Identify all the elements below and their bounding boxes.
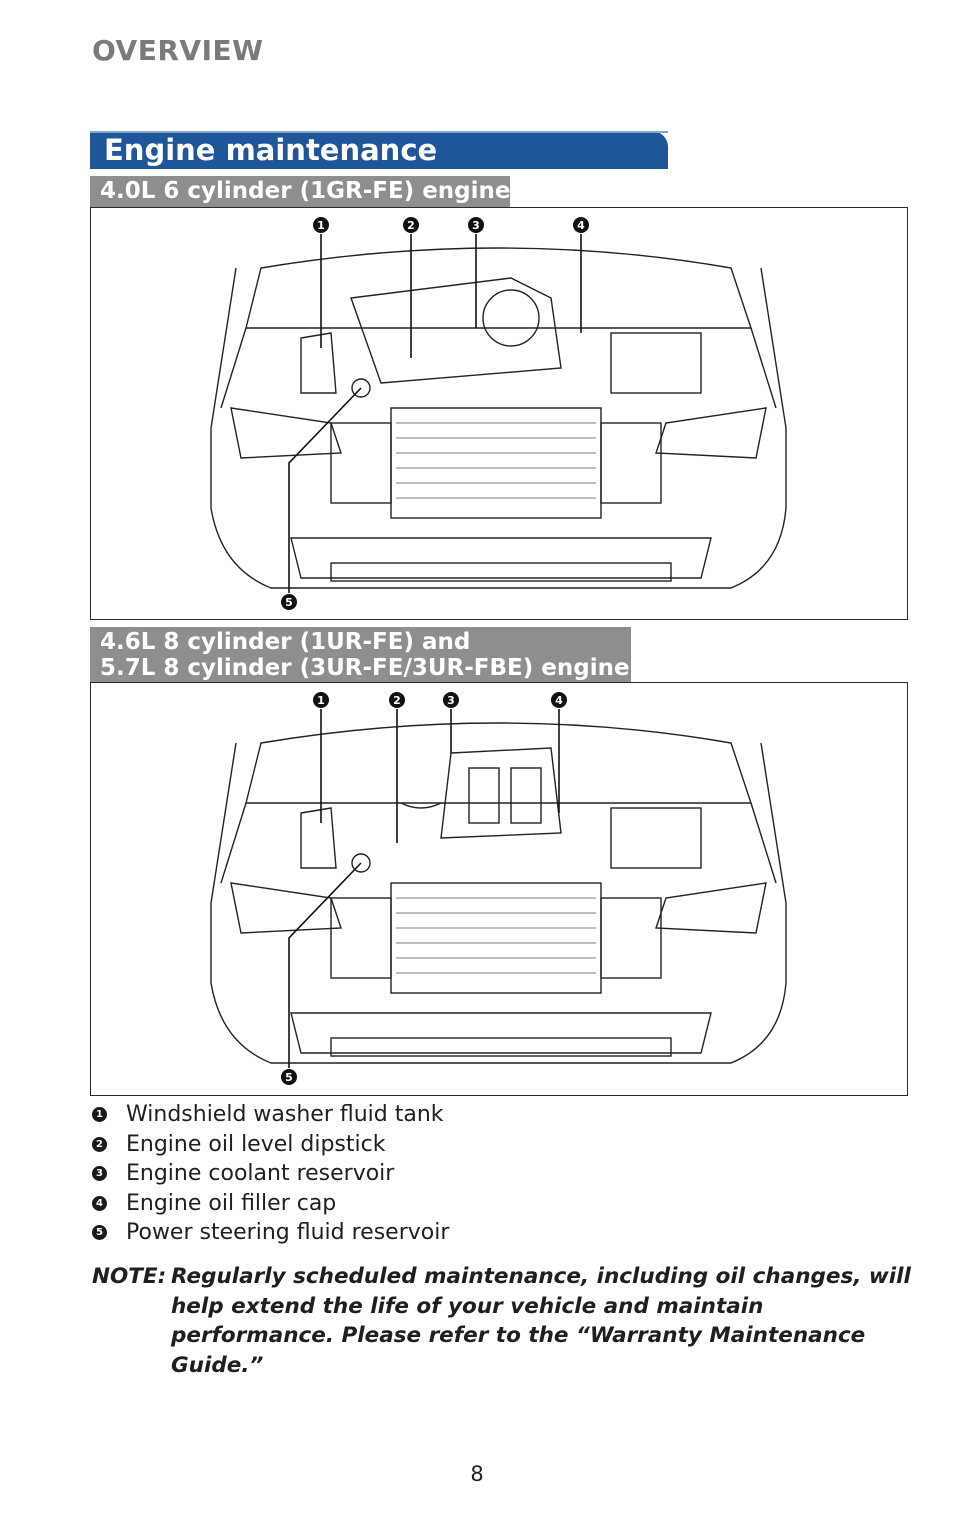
legend-item: 3 Engine coolant reservoir xyxy=(90,1159,850,1189)
component-legend: 1 Windshield washer fluid tank 2 Engine … xyxy=(90,1100,850,1248)
page-number: 8 xyxy=(470,1462,484,1486)
svg-text:4: 4 xyxy=(555,694,563,707)
legend-number-badge: 4 xyxy=(92,1195,107,1211)
legend-text: Engine coolant reservoir xyxy=(126,1161,395,1186)
svg-text:3: 3 xyxy=(472,219,480,232)
section-header: OVERVIEW xyxy=(92,34,264,67)
figure-2-label-line-1: 4.6L 8 cylinder (1UR-FE) and xyxy=(100,629,471,655)
legend-number-badge: 5 xyxy=(92,1225,107,1240)
svg-text:1: 1 xyxy=(317,694,325,707)
legend-item: 4 Engine oil filler cap xyxy=(90,1189,850,1219)
page-title: Engine maintenance xyxy=(90,131,668,169)
legend-number-badge: 2 xyxy=(92,1136,107,1152)
engine-bay-illustration: 1 2 3 4 5 xyxy=(210,217,787,610)
note-body: Regularly scheduled maintenance, includi… xyxy=(171,1264,911,1378)
figure-2-label-line-2: 5.7L 8 cylinder (3UR-FE/3UR-FBE) engines xyxy=(100,655,644,681)
engine-diagram-8-cylinder: 1 2 3 4 5 xyxy=(90,682,908,1096)
svg-text:1: 1 xyxy=(317,219,325,232)
svg-text:3: 3 xyxy=(447,694,455,707)
callout-markers: 1 2 3 4 5 xyxy=(281,217,589,610)
legend-number-badge: 1 xyxy=(92,1107,107,1122)
svg-text:4: 4 xyxy=(577,219,585,232)
legend-number-badge: 3 xyxy=(92,1166,107,1181)
note-prefix: NOTE: xyxy=(92,1264,167,1289)
svg-text:2: 2 xyxy=(407,219,415,232)
legend-text: Engine oil level dipstick xyxy=(126,1131,386,1157)
legend-item: 2 Engine oil level dipstick xyxy=(90,1130,850,1160)
figure-2-label: 4.6L 8 cylinder (1UR-FE) and 5.7L 8 cyli… xyxy=(90,627,644,683)
legend-text: Windshield washer fluid tank xyxy=(126,1102,444,1127)
engine-diagram-6-cylinder: 1 2 3 4 5 xyxy=(90,207,908,620)
figure-1-label: 4.0L 6 cylinder (1GR-FE) engine xyxy=(90,176,511,207)
svg-text:5: 5 xyxy=(285,1071,293,1084)
legend-text: Power steering fluid reservoir xyxy=(126,1220,450,1245)
callout-markers: 1 2 3 4 5 xyxy=(281,692,567,1085)
engine-bay-illustration: 1 2 3 4 5 xyxy=(210,692,787,1085)
legend-item: 1 Windshield washer fluid tank xyxy=(90,1100,850,1130)
svg-text:2: 2 xyxy=(393,694,401,707)
figure-1-label-line: 4.0L 6 cylinder (1GR-FE) engine xyxy=(100,178,511,204)
legend-text: Engine oil filler cap xyxy=(126,1190,337,1216)
legend-item: 5 Power steering fluid reservoir xyxy=(90,1218,850,1248)
svg-text:5: 5 xyxy=(285,596,293,609)
